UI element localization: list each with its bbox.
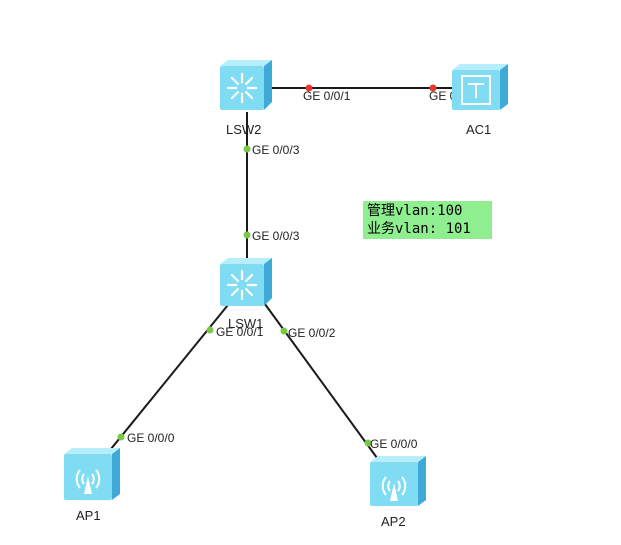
switch-icon — [220, 258, 272, 306]
port-label-ap1-ge000: GE 0/0/0 — [127, 431, 175, 445]
port-label-lsw1-ge003: GE 0/0/3 — [252, 229, 300, 243]
port-dot-lsw1-ge002 — [280, 327, 288, 335]
link-lsw1-ap2 — [261, 299, 381, 463]
device-label-lsw1: LSW1 — [228, 316, 263, 331]
access-point-ap2[interactable] — [370, 456, 426, 506]
port-label-ap2-ge000: GE 0/0/0 — [370, 437, 418, 451]
access-point-icon — [64, 448, 120, 500]
port-dot-lsw2-ge001 — [305, 84, 313, 92]
switch-lsw2[interactable] — [220, 60, 272, 110]
access-controller-icon — [452, 64, 508, 110]
service-vlan-text: 业务vlan: 101 — [367, 221, 471, 237]
access-point-icon — [370, 456, 426, 506]
port-label-lsw1-ge001: GE 0/0/1 — [216, 325, 264, 339]
port-dot-ap2-ge000 — [364, 439, 372, 447]
controller-ac1[interactable] — [452, 64, 508, 110]
port-dot-ac1-ge001 — [429, 84, 437, 92]
port-dot-lsw2-ge003 — [243, 145, 251, 153]
device-label-ap2: AP2 — [381, 514, 406, 529]
switch-icon — [220, 60, 272, 110]
switch-lsw1[interactable] — [220, 258, 272, 306]
device-label-ap1: AP1 — [76, 508, 101, 523]
port-dot-ap1-ge000 — [117, 433, 125, 441]
port-dot-lsw1-ge001 — [206, 326, 214, 334]
management-vlan-text: 管理vlan:100 — [367, 203, 463, 219]
port-label-lsw2-ge003: GE 0/0/3 — [252, 143, 300, 157]
vlan-note: 管理vlan:100 业务vlan: 101 — [363, 201, 492, 239]
port-dot-lsw1-ge003 — [243, 231, 251, 239]
device-label-ac1: AC1 — [466, 122, 491, 137]
device-label-lsw2: LSW2 — [226, 122, 261, 137]
access-point-ap1[interactable] — [64, 448, 120, 500]
port-label-lsw1-ge002: GE 0/0/2 — [288, 326, 336, 340]
port-label-lsw2-ge001: GE 0/0/1 — [303, 89, 351, 103]
